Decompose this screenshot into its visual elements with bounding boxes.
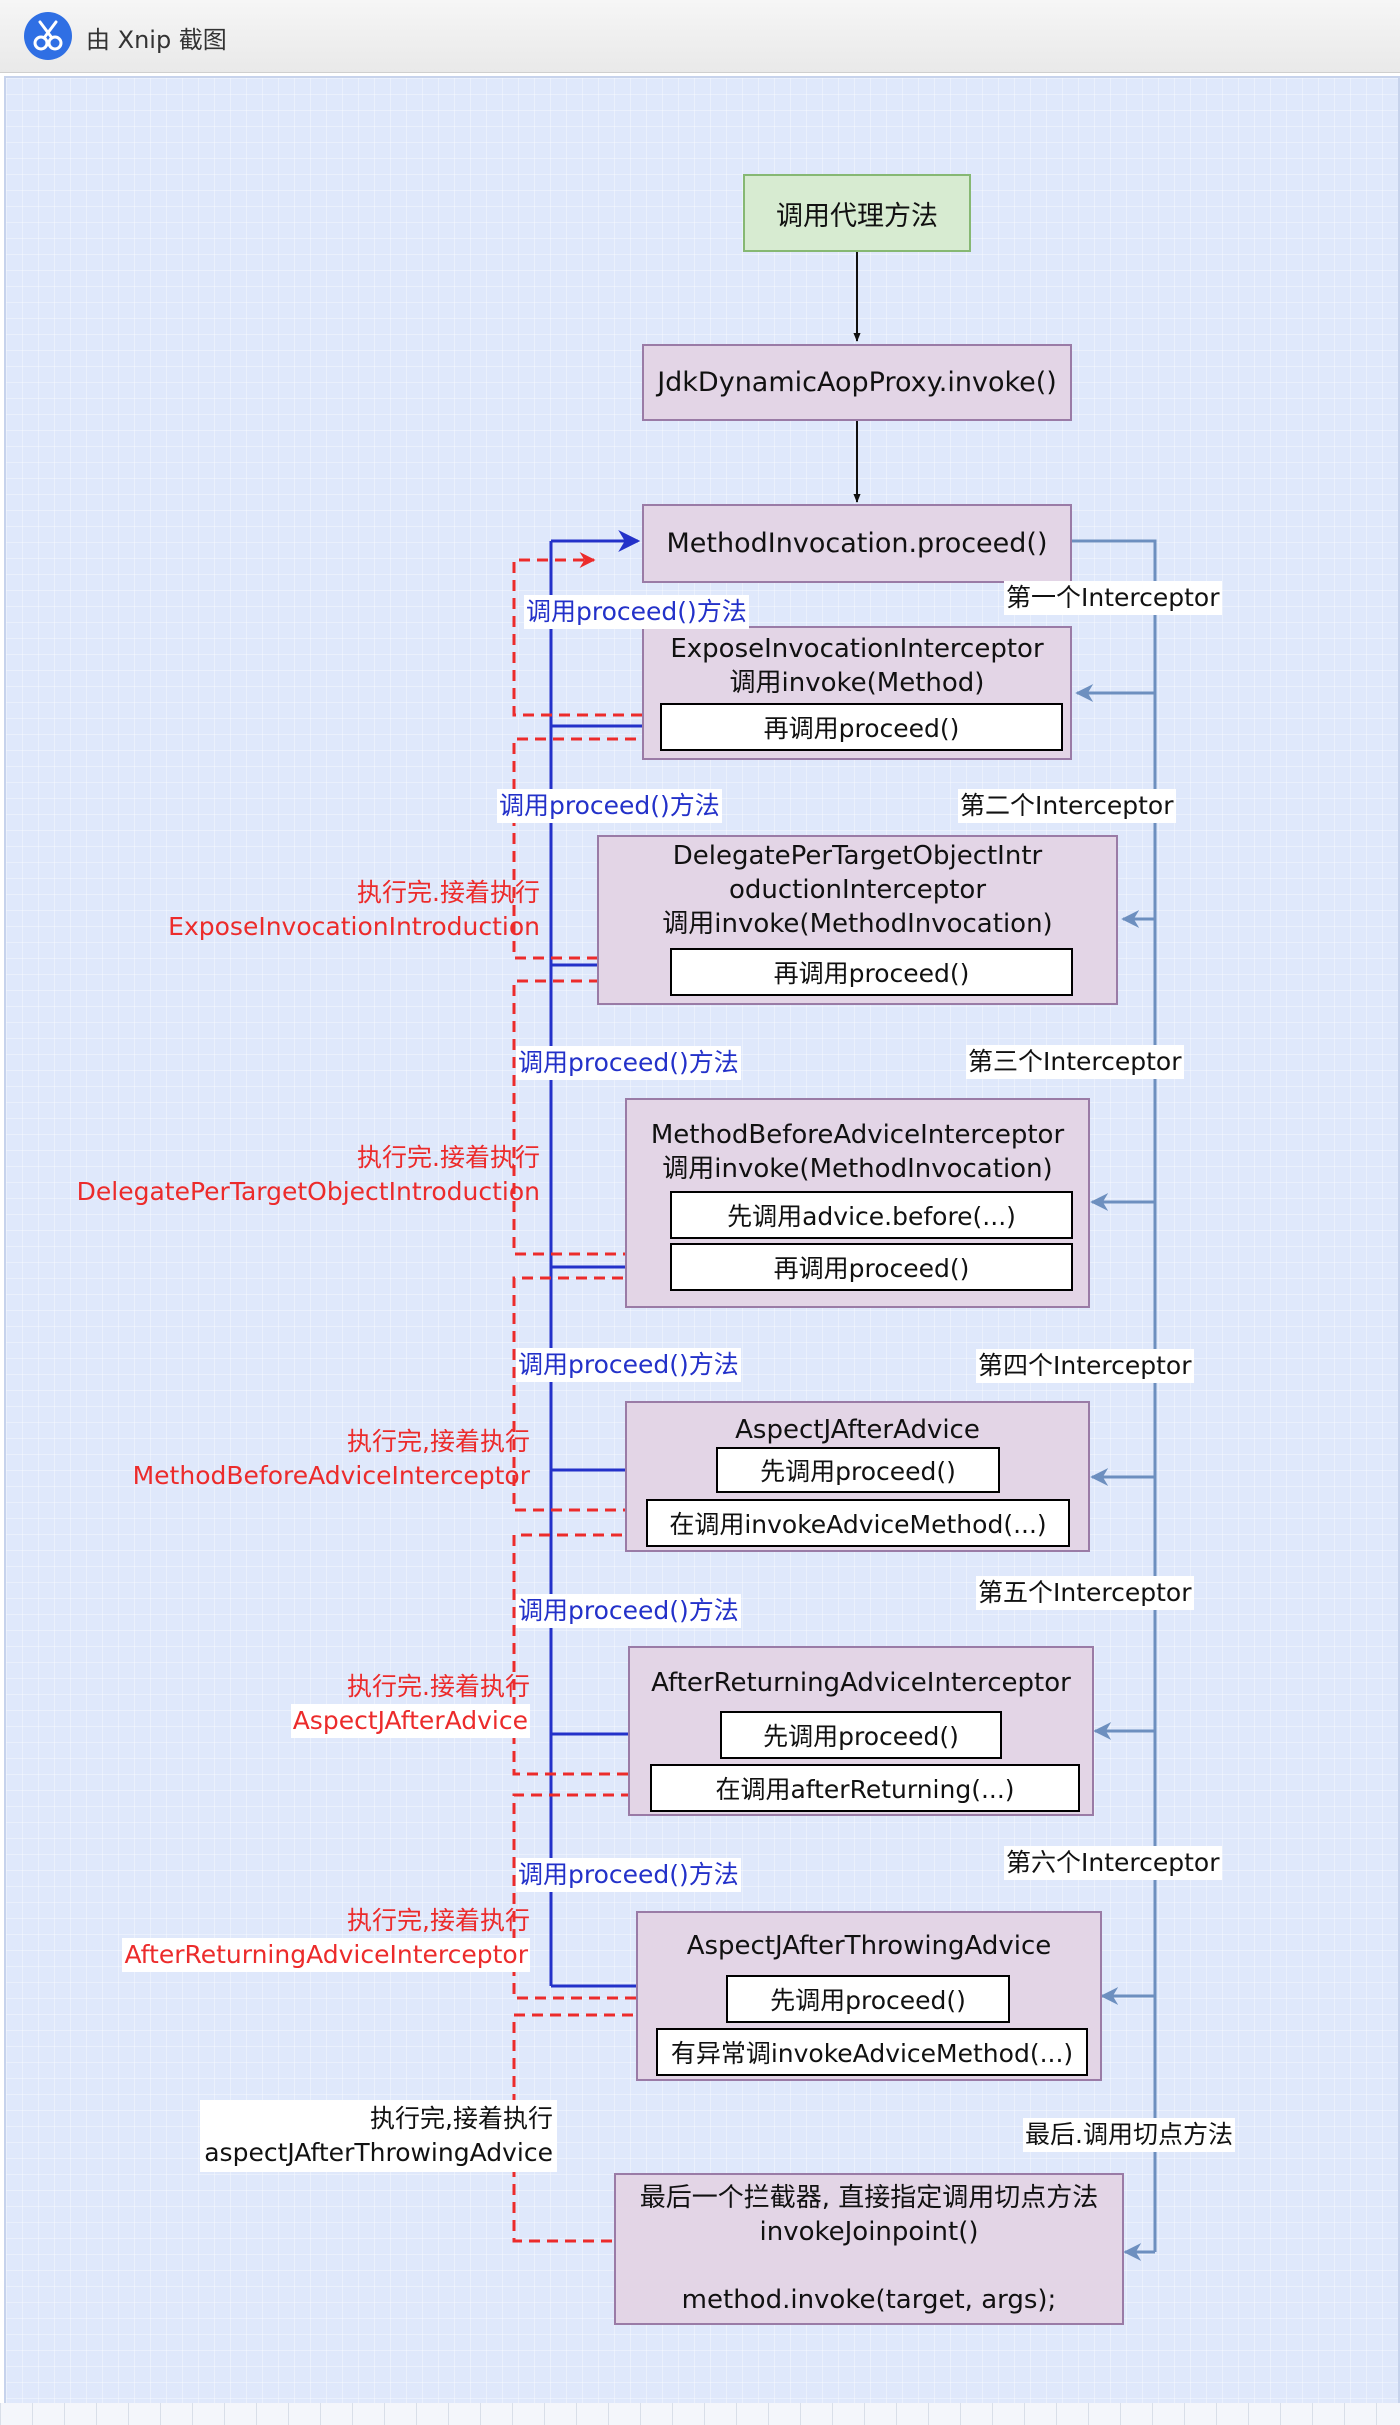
order-label-final: 最后.调用切点方法 [1023,2118,1235,2152]
return-label-4: 执行完,接着执行 MethodBeforeAdviceInterceptor [133,1425,530,1493]
call-label-6: 调用proceed()方法 [516,1858,741,1892]
order-label-6: 第六个Interceptor [1004,1846,1222,1880]
final-line-1: 最后一个拦截器, 直接指定调用切点方法 [639,2183,1099,2213]
order-label-5: 第五个Interceptor [976,1576,1194,1610]
interceptor-2-step-1: 再调用proceed() [670,948,1073,996]
return-label-6: 执行完,接着执行 AfterReturningAdviceInterceptor [122,1904,530,1972]
interceptor-3-step-2: 再调用proceed() [670,1243,1073,1291]
xnip-scissors-icon [24,12,72,60]
start-node: 调用代理方法 [743,174,971,252]
interceptor-1-step-1: 再调用proceed() [660,703,1063,751]
interceptor-4-title-line-1: AspectJAfterAdvice [735,1415,980,1445]
return-label-final-line-1: 执行完,接着执行 [370,2104,553,2133]
return-label-2-line-2: ExposeInvocationIntroduction [168,912,540,941]
interceptor-5-step-2: 在调用afterReturning(...) [650,1764,1080,1812]
return-label-3: 执行完.接着执行 DelegatePerTargetObjectIntroduc… [77,1141,540,1209]
order-label-1: 第一个Interceptor [1004,581,1222,615]
return-label-4-line-2: MethodBeforeAdviceInterceptor [132,1461,530,1490]
interceptor-2-title-line-2: oductionInterceptor [728,875,987,905]
interceptor-5-step-1: 先调用proceed() [720,1711,1002,1759]
method-invocation-node: MethodInvocation.proceed() [642,504,1072,583]
return-label-2: 执行完.接着执行 ExposeInvocationIntroduction [168,876,540,944]
window-title: 由 Xnip 截图 [86,26,227,54]
call-label-3: 调用proceed()方法 [516,1046,741,1080]
jdk-proxy-node: JdkDynamicAopProxy.invoke() [642,344,1072,421]
interceptor-4-step-2: 在调用invokeAdviceMethod(...) [646,1499,1070,1547]
interceptor-3-step-1: 先调用advice.before(...) [670,1191,1073,1239]
interceptor-6-title-line-1: AspectJAfterThrowingAdvice [686,1931,1052,1961]
order-label-2: 第二个Interceptor [958,789,1176,823]
return-lines [512,552,726,2243]
interceptor-3-title-line-2: 调用invoke(MethodInvocation) [662,1154,1053,1184]
interceptor-6-step-2: 有异常调invokeAdviceMethod(...) [656,2028,1088,2076]
return-label-6-line-2: AfterReturningAdviceInterceptor [122,1938,530,1972]
interceptor-6-step-1: 先调用proceed() [726,1975,1010,2023]
order-label-3: 第三个Interceptor [966,1045,1184,1079]
return-label-2-line-1: 执行完.接着执行 [357,878,540,907]
interceptor-1-title-line-2: 调用invoke(Method) [729,668,985,698]
return-label-final-line-2: aspectJAfterThrowingAdvice [204,2138,553,2167]
call-label-5: 调用proceed()方法 [516,1594,741,1628]
return-label-4-line-1: 执行完,接着执行 [347,1427,530,1456]
call-label-1: 调用proceed()方法 [524,595,749,629]
interceptor-4-step-1: 先调用proceed() [716,1447,1000,1493]
interceptor-chain-line [1072,539,1157,2261]
return-label-final: 执行完,接着执行 aspectJAfterThrowingAdvice [200,2100,557,2172]
final-line-4: method.invoke(target, args); [681,2285,1057,2315]
interceptor-5-title-line-1: AfterReturningAdviceInterceptor [651,1668,1071,1698]
return-label-5-line-1: 执行完.接着执行 [347,1672,530,1701]
final-joinpoint-node: 最后一个拦截器, 直接指定调用切点方法 invokeJoinpoint() me… [614,2173,1124,2325]
interceptor-2-title-line-3: 调用invoke(MethodInvocation) [662,909,1053,939]
ruler-strip [0,2403,1400,2425]
call-label-2: 调用proceed()方法 [497,789,722,823]
interceptor-2-title-line-1: DelegatePerTargetObjectIntr [672,841,1043,871]
return-label-3-line-1: 执行完.接着执行 [357,1143,540,1172]
order-label-4: 第四个Interceptor [976,1349,1194,1383]
interceptor-1-title-line-1: ExposeInvocationInterceptor [670,634,1044,664]
return-label-6-line-1: 执行完,接着执行 [347,1906,530,1935]
interceptor-3-title-line-1: MethodBeforeAdviceInterceptor [650,1120,1065,1150]
final-line-2: invokeJoinpoint() [759,2217,979,2247]
title-bar: 由 Xnip 截图 [0,0,1400,73]
return-label-5: 执行完.接着执行 AspectJAfterAdvice [290,1670,530,1738]
call-label-4: 调用proceed()方法 [516,1348,741,1382]
return-label-3-line-2: DelegatePerTargetObjectIntroduction [76,1177,540,1206]
return-label-5-line-2: AspectJAfterAdvice [290,1704,530,1738]
